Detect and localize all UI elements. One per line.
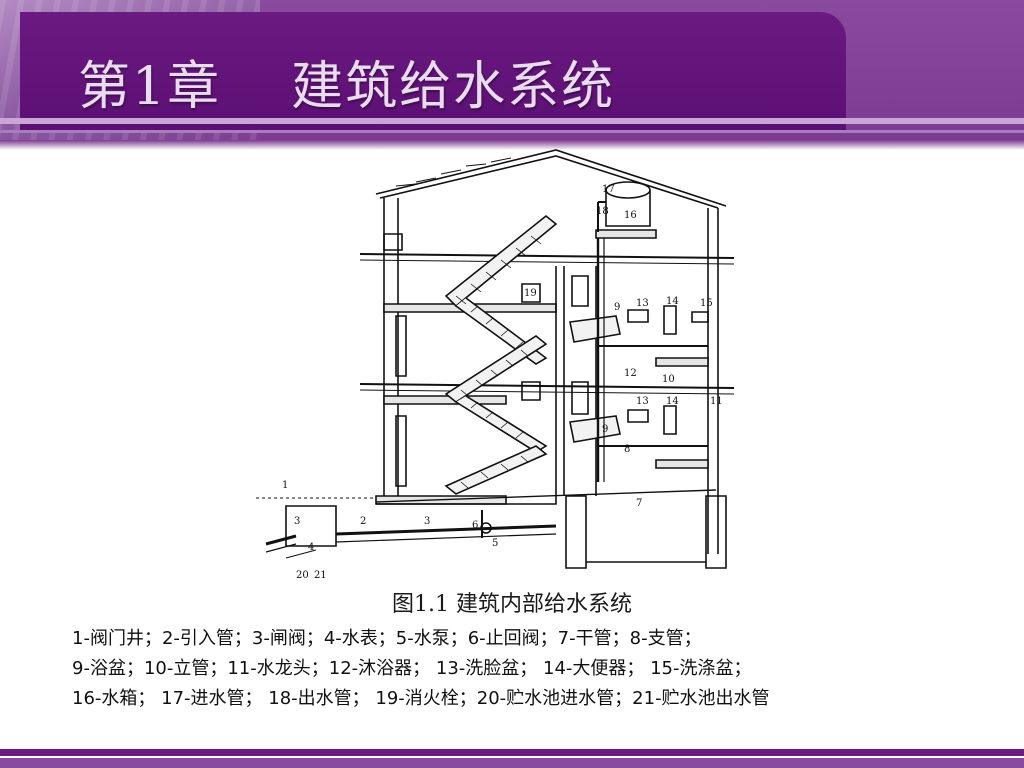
inlet-pipe (335, 524, 557, 536)
label-13b: 13 (636, 396, 649, 407)
stair-flight (444, 214, 558, 308)
window (395, 315, 407, 377)
kitchen-sink (691, 311, 709, 323)
roof-outline (375, 149, 727, 207)
label-14b: 14 (666, 396, 679, 407)
label-15: 15 (700, 298, 713, 309)
building-water-supply-diagram: 1 2 3 3 4 5 6 7 8 9 9 10 11 12 13 13 14 … (256, 149, 735, 581)
label-17: 17 (602, 184, 615, 195)
title-chapter: 第1章 (78, 57, 222, 117)
label-9: 9 (614, 302, 620, 313)
label-19: 19 (524, 288, 537, 299)
bathtub (569, 315, 621, 343)
label-3: 3 (294, 516, 300, 527)
toilet (663, 305, 677, 335)
label-4: 4 (308, 542, 314, 553)
title-topic: 建筑给水系统 (291, 57, 616, 117)
label-14: 14 (666, 296, 679, 307)
legend-line: 9-浴盆；10-立管；11-水龙头；12-沐浴器； 13-洗脸盆； 14-大便器… (72, 658, 752, 679)
header-stripe (0, 118, 1024, 124)
label-9b: 9 (602, 424, 608, 435)
figure-labels: 1 2 3 3 4 5 6 7 8 9 9 10 11 12 13 13 14 … (282, 184, 723, 581)
label-13: 13 (636, 298, 649, 309)
label-3b: 3 (424, 516, 430, 527)
floor-break-line (359, 253, 735, 259)
label-8: 8 (624, 444, 630, 455)
footer-bar (0, 758, 1024, 768)
label-18: 18 (596, 206, 609, 217)
header-band: 第1章 建筑给水系统 (0, 0, 1024, 150)
label-20: 20 (296, 570, 309, 581)
title-tab (20, 12, 846, 132)
door (571, 275, 589, 307)
legend-line: 16-水箱； 17-进水管； 18-出水管； 19-消火栓；20-贮水池进水管；… (72, 688, 770, 709)
label-21: 21 (314, 570, 327, 581)
label-7: 7 (636, 498, 642, 509)
label-6: 6 (472, 520, 478, 531)
pool-inlet-pipe (265, 534, 297, 546)
valve-well (285, 505, 337, 547)
header-divider (0, 140, 1024, 150)
label-12: 12 (624, 368, 637, 379)
label-11: 11 (710, 396, 723, 407)
legend-line: 1-阀门井；2-引入管；3-闸阀；4-水表；5-水泵；6-止回阀；7-干管；8-… (72, 628, 702, 649)
label-10: 10 (662, 374, 675, 385)
washbasin (627, 309, 649, 323)
label-16: 16 (624, 210, 637, 221)
page-title: 第1章 建筑给水系统 (78, 44, 615, 119)
figure-caption: 图1.1 建筑内部给水系统 (392, 592, 632, 617)
storage-pool-wall (565, 495, 587, 569)
figure-legend: 1-阀门井；2-引入管；3-闸阀；4-水表；5-水泵；6-止回阀；7-干管；8-… (72, 624, 972, 714)
label-2: 2 (360, 516, 366, 527)
fire-hydrant-box (521, 283, 541, 303)
label-5: 5 (492, 538, 498, 549)
footer-bar (0, 749, 1024, 756)
header-stripe (0, 130, 1024, 133)
label-1: 1 (282, 480, 288, 491)
